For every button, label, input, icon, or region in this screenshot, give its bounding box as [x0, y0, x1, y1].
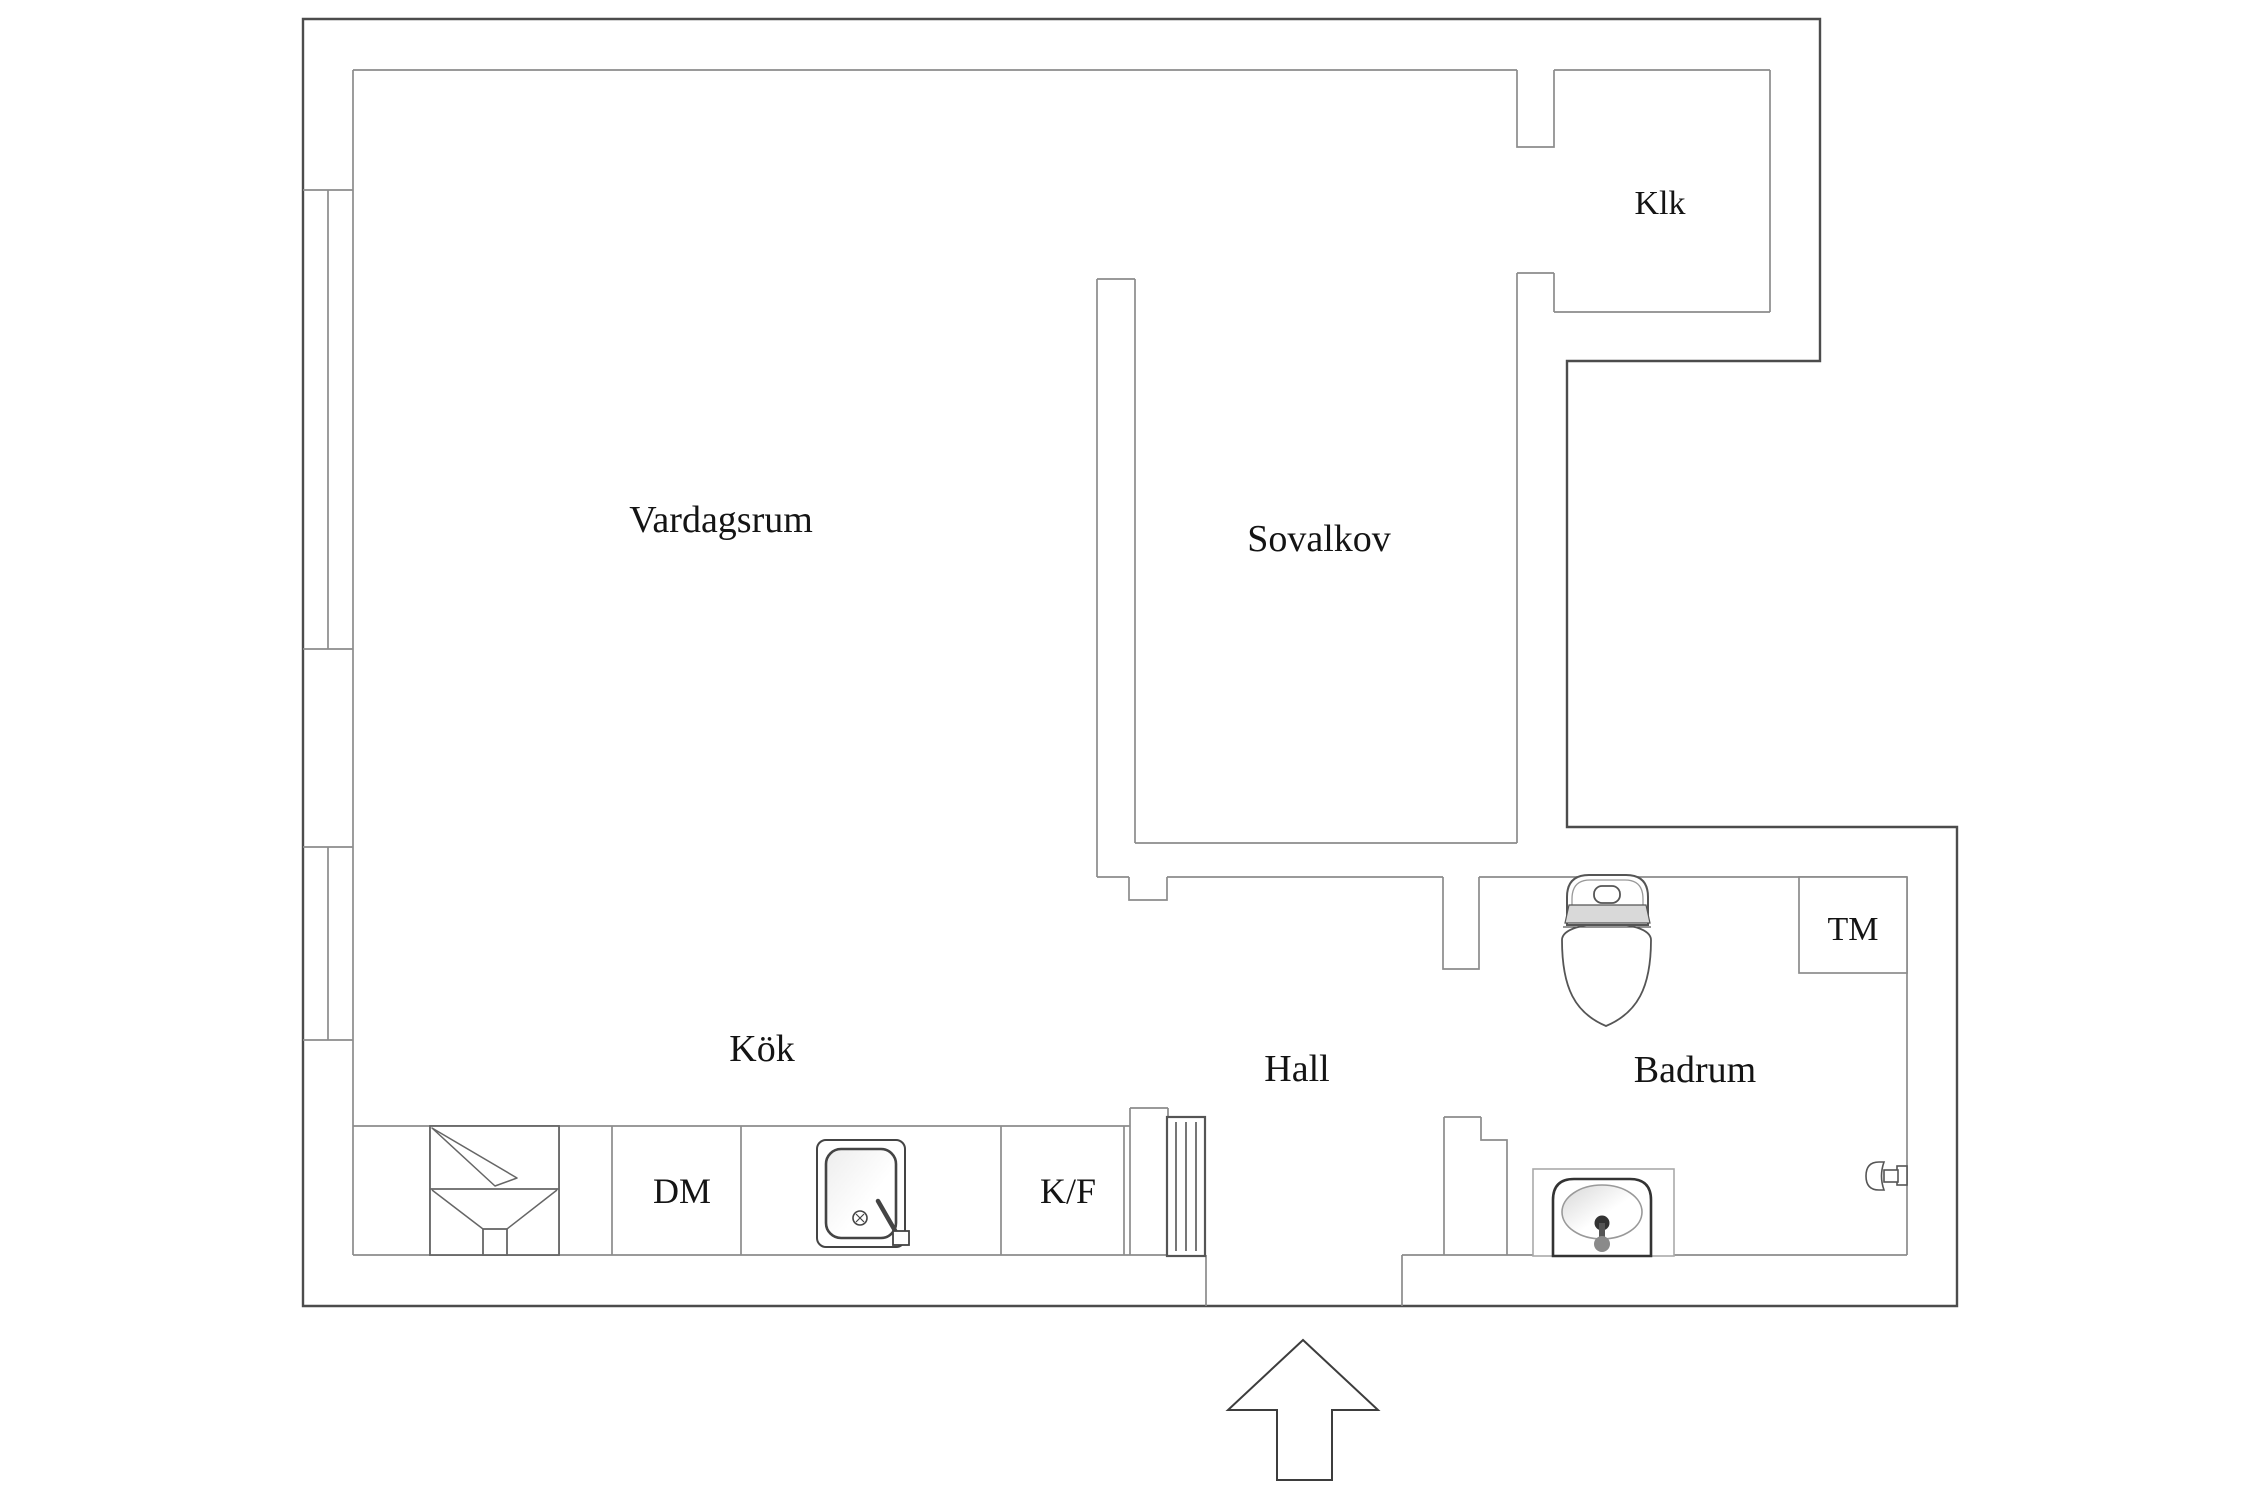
room-label-klk: Klk	[1635, 185, 1686, 222]
radiator-icon	[1165, 1115, 1207, 1258]
stove-fan-icon	[429, 1125, 560, 1256]
wall-tap-icon	[1865, 1161, 1908, 1191]
outer-wall	[301, 17, 1959, 1308]
room-label-sovalkov: Sovalkov	[1247, 518, 1391, 560]
toilet-icon	[1561, 874, 1652, 1027]
entrance-arrow-icon	[1225, 1338, 1381, 1481]
room-label-vardagsrum: Vardagsrum	[629, 499, 813, 541]
appliance-label-kf: K/F	[1040, 1171, 1096, 1211]
kitchen-sink-icon	[816, 1139, 910, 1248]
room-labels: Vardagsrum Sovalkov Klk Kök Hall Badrum …	[629, 185, 1756, 1211]
washing-machine-box: TM	[1798, 876, 1908, 974]
room-label-hall: Hall	[1264, 1048, 1329, 1090]
bathroom-sink-icon	[1532, 1168, 1675, 1258]
inner-walls	[352, 69, 1908, 1306]
room-label-kok: Kök	[729, 1028, 794, 1070]
washing-machine-label: TM	[1828, 911, 1879, 948]
appliance-label-dm: DM	[653, 1171, 711, 1211]
window-icon	[303, 189, 353, 1041]
room-label-badrum: Badrum	[1634, 1049, 1756, 1091]
